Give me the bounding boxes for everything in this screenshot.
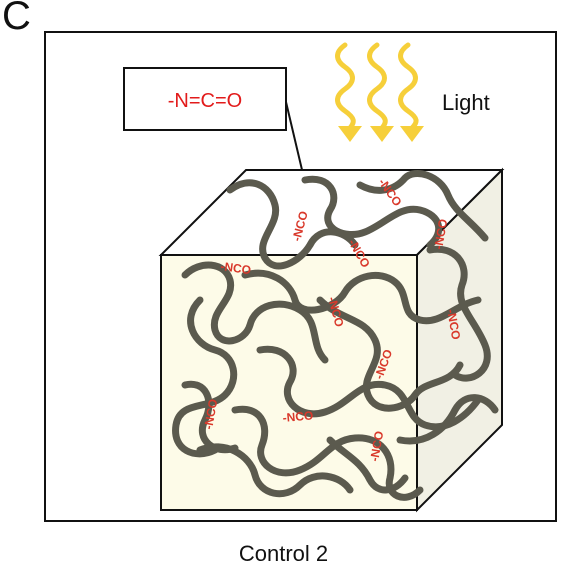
light-arrow-2: [370, 126, 394, 142]
polymer-chain: [256, 345, 482, 431]
callout-box: [123, 67, 287, 131]
polymer-chain: [181, 380, 239, 454]
polymer-chain: [301, 175, 443, 249]
panel-letter: C: [2, 0, 31, 38]
light-label: Light: [442, 90, 490, 115]
polymer-chain: [426, 245, 491, 382]
nco-label: -NCO: [431, 218, 450, 251]
callout-formula: -N=C=O: [168, 90, 242, 112]
light-wave-2: [367, 42, 388, 131]
polymer-chain: [326, 436, 409, 494]
light-waves: [335, 42, 424, 142]
figure-frame: [44, 31, 557, 522]
polymer-chain: [316, 296, 464, 412]
polymer-chain: [241, 269, 482, 325]
polymer-chain: [396, 394, 499, 445]
nco-label: -NCO: [367, 430, 386, 463]
nco-label: -NCO: [220, 259, 252, 277]
polymer-chain: [172, 296, 238, 458]
light-wave-3: [398, 42, 419, 131]
polymer-chain: [231, 405, 424, 501]
polymer-chain: [356, 170, 489, 242]
nco-label: -NCO: [282, 408, 314, 425]
nco-label: -NCO: [444, 308, 463, 341]
polymer-chain: [181, 261, 329, 364]
figure-caption: Control 2: [238, 541, 329, 566]
polymer-chain: [226, 179, 359, 270]
polymer-chains: [172, 170, 499, 501]
light-arrow-1: [338, 126, 362, 142]
light-wave-1: [335, 42, 356, 131]
nco-label: -NCO: [201, 398, 220, 431]
light-arrow-3: [400, 126, 424, 142]
